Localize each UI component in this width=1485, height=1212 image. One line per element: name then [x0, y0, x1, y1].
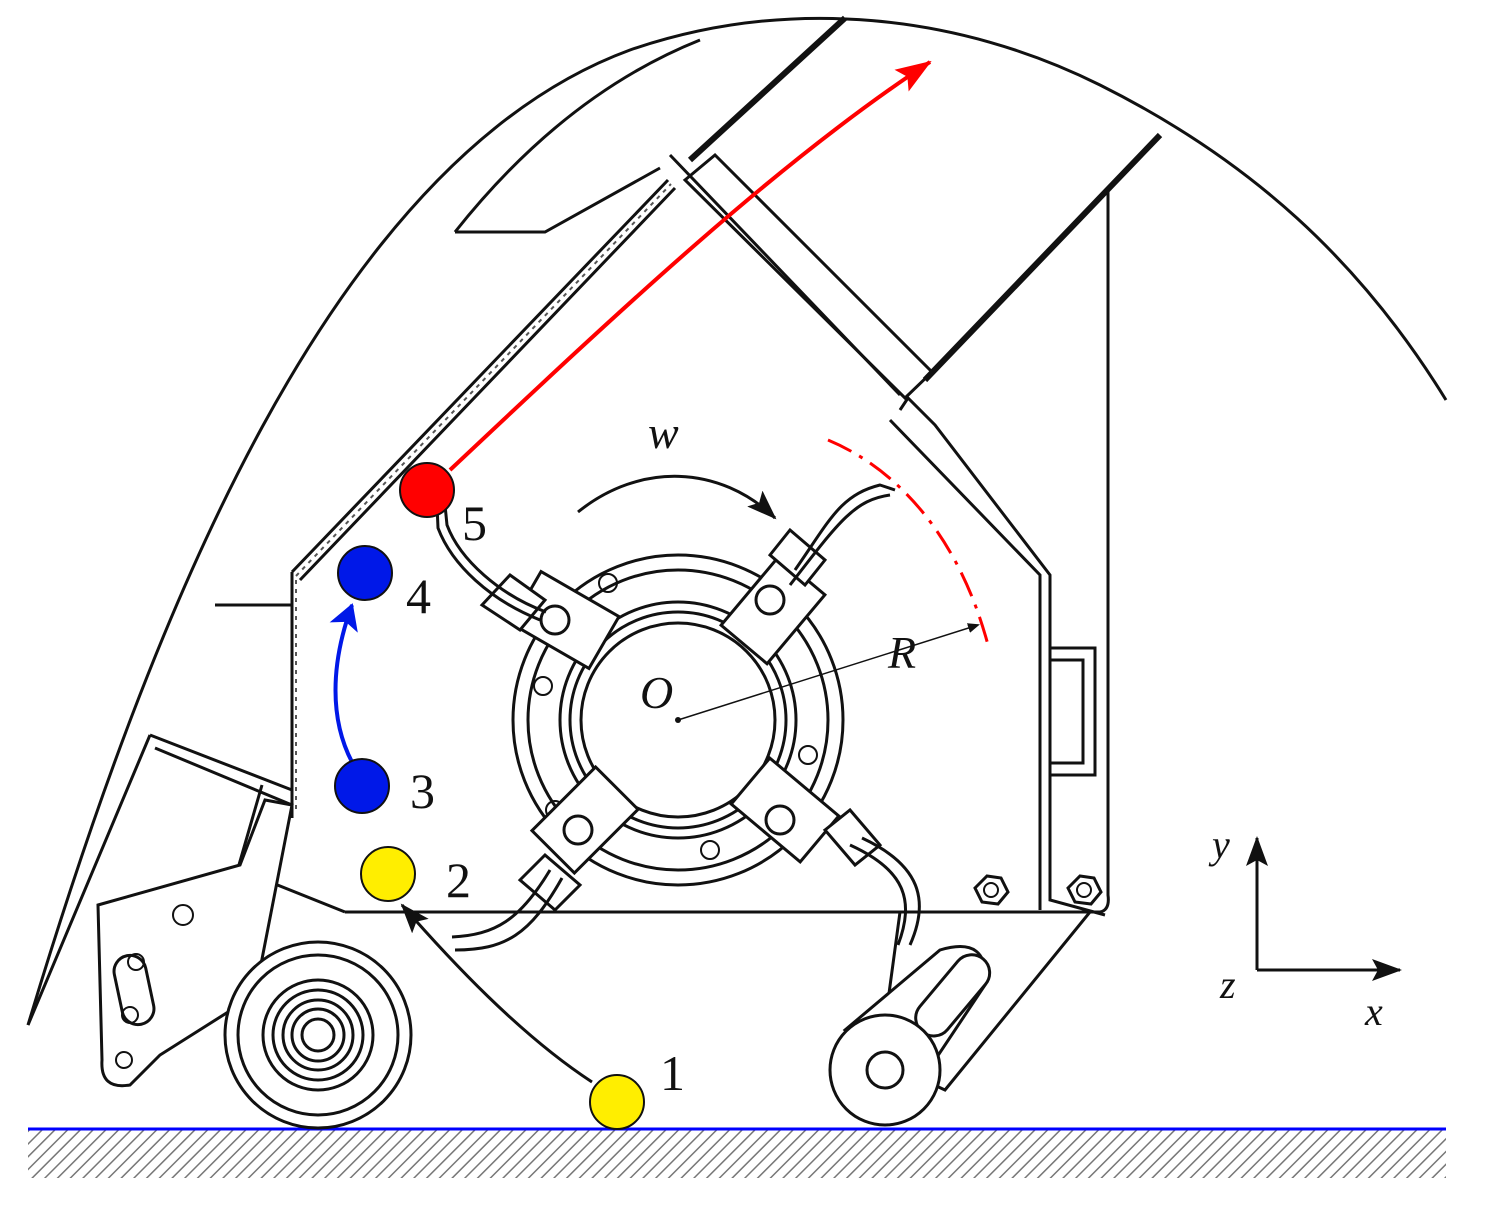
- center-label: O: [640, 667, 673, 718]
- radius-line: [677, 623, 980, 721]
- duct-wall-right: [922, 132, 1163, 383]
- rotation-label: w: [648, 407, 679, 458]
- flail-holder-top-left: [435, 504, 622, 671]
- label-3: 3: [410, 763, 435, 819]
- right-roller: [828, 910, 1094, 1127]
- rotor-housing: [290, 178, 1110, 917]
- flail-holder-top-right: [718, 483, 896, 666]
- label-2: 2: [446, 852, 471, 908]
- label-1: 1: [660, 1045, 685, 1101]
- particle-1: [589, 1074, 645, 1130]
- bolt-center-2: [1076, 882, 1092, 898]
- radius-label: R: [887, 627, 916, 678]
- bolt-hex-2: [1066, 874, 1103, 906]
- axis-y-label: y: [1208, 822, 1230, 867]
- arm-hole-3: [121, 1006, 139, 1024]
- particle-5: [399, 462, 455, 518]
- radius-arc: [827, 438, 990, 646]
- bolt-center-1: [983, 882, 999, 898]
- flail-holder-bottom-left: [451, 764, 641, 952]
- path-1-to-2: [400, 903, 593, 1084]
- rotation-arrow: [577, 474, 777, 520]
- left-wheel: [223, 940, 413, 1130]
- arm-hole-1: [172, 904, 194, 926]
- arm-slot: [112, 953, 156, 1027]
- particle-2: [360, 846, 416, 902]
- particle-3: [334, 758, 390, 814]
- path-3-to-4: [329, 603, 358, 763]
- outer-housing-arc: [26, 16, 1448, 1026]
- arm-hole-2: [127, 953, 145, 971]
- duct-edge: [668, 153, 902, 397]
- path-5-exit: [448, 60, 932, 472]
- duct-wall-left: [687, 15, 848, 163]
- label-5: 5: [462, 495, 487, 551]
- duct-rect: [682, 152, 935, 401]
- housing-hatch-strip: [295, 183, 672, 814]
- side-latch: [1050, 646, 1097, 777]
- ground-hatching: [28, 1130, 1446, 1178]
- axis-z-label: z: [1219, 962, 1236, 1007]
- flail-holder-bottom-right: [729, 755, 921, 946]
- bolt-hex-1: [973, 874, 1010, 906]
- arm-hole-4: [115, 1051, 133, 1069]
- particle-4: [337, 545, 393, 601]
- label-4: 4: [406, 568, 431, 624]
- axis-x-label: x: [1364, 989, 1383, 1034]
- upper-duct: [453, 38, 701, 234]
